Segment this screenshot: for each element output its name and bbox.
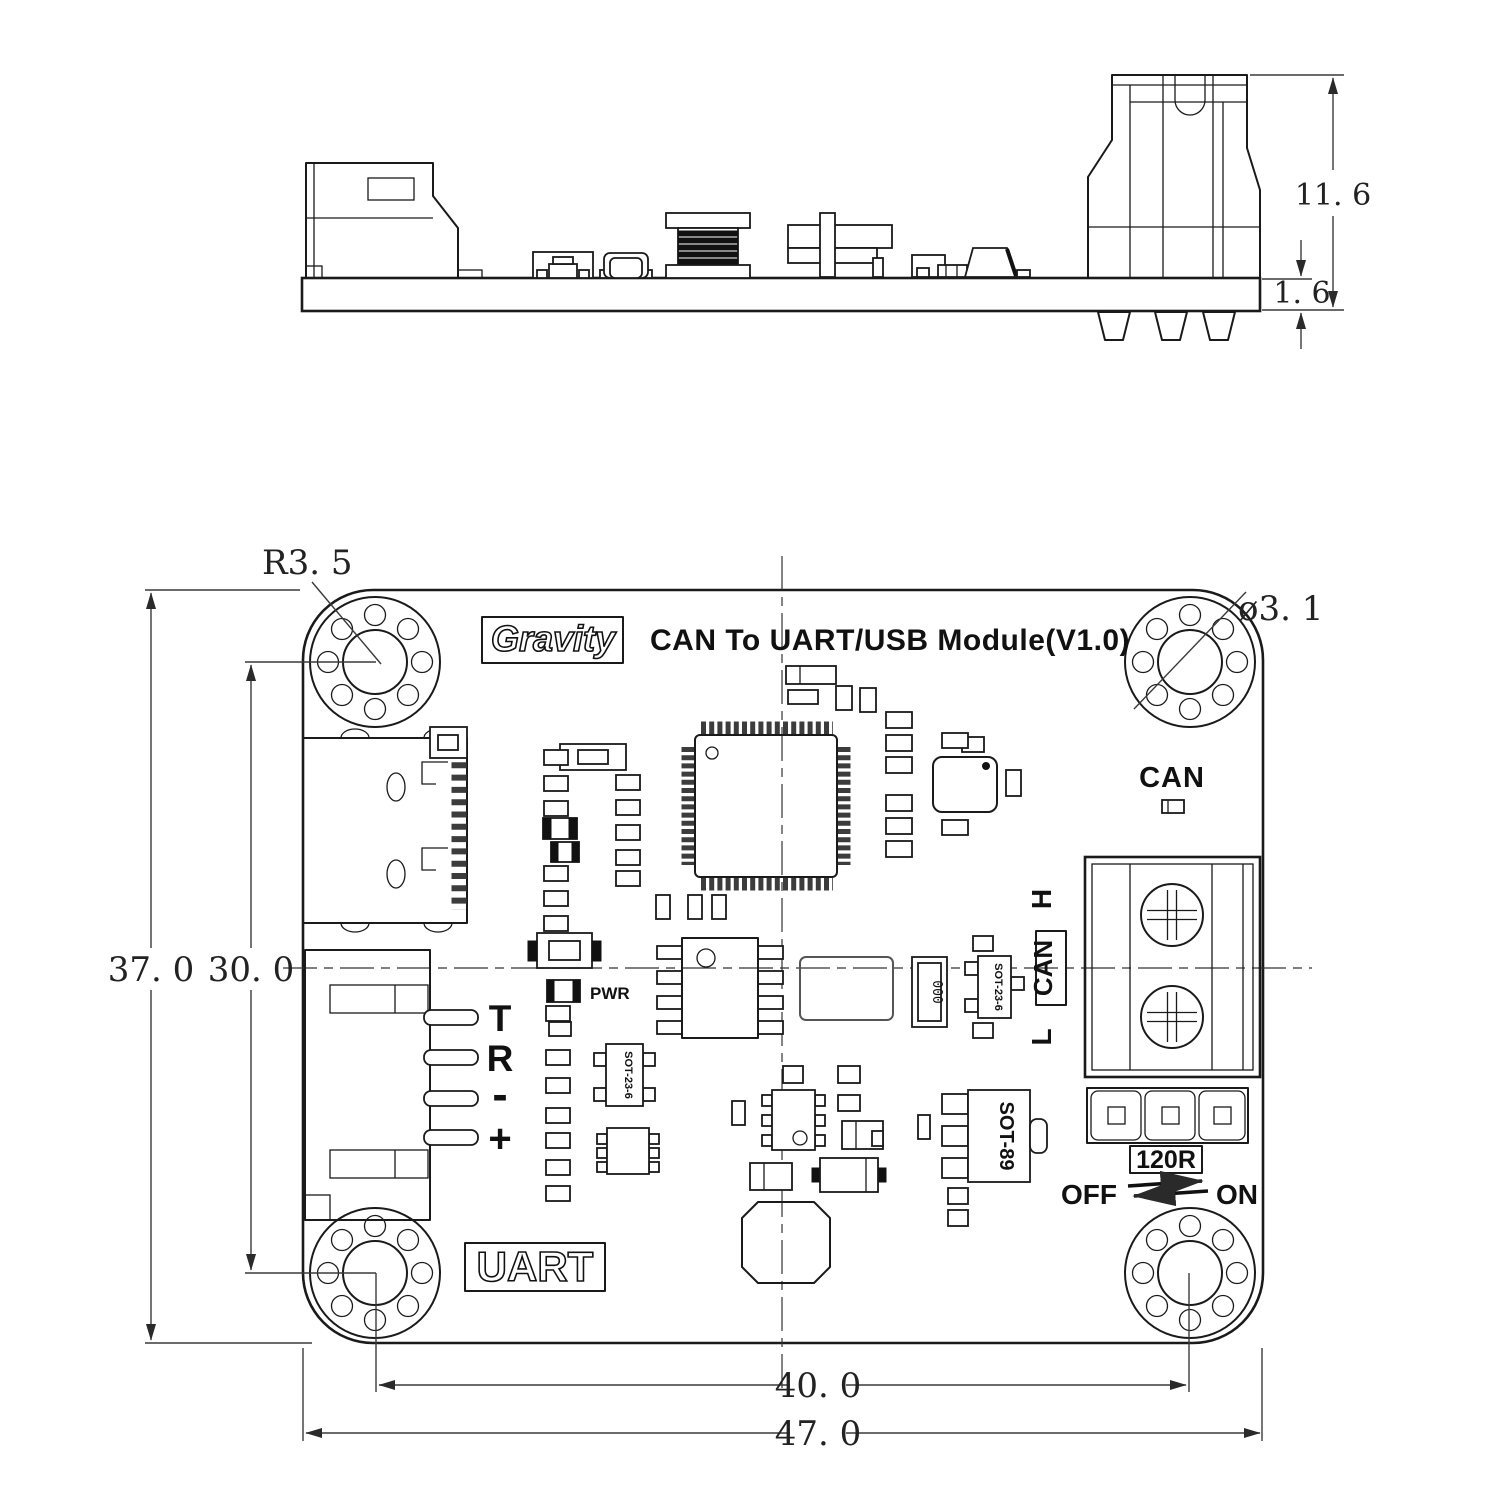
dim-pcb-thickness: 1. 6 [1273, 276, 1330, 311]
diode [811, 1157, 887, 1193]
passive [687, 894, 703, 920]
terminator-text: 120R [1136, 1146, 1196, 1174]
pwr-label: PWR [590, 984, 630, 1003]
can-connector-side-profile [1087, 74, 1261, 341]
pin-label-minus: - [492, 1068, 507, 1120]
board-title: CAN To UART/USB Module(V1.0) [650, 624, 1130, 657]
uart-pin-t [423, 1009, 479, 1026]
terminator-jumper-header [1086, 1087, 1249, 1144]
dim-board-height: 37. 0 [108, 950, 195, 990]
off-on-switch-label: OFF ON [1061, 1170, 1258, 1210]
corner-radius-label: R3. 5 [262, 543, 352, 583]
side-view: 11. 6 1. 6 [300, 74, 1371, 349]
resistor-000: 000 [911, 956, 948, 1028]
pin-label-plus: + [488, 1117, 511, 1161]
pin1-marker [705, 746, 719, 760]
pcb-side-bar [300, 276, 1262, 313]
soic6-small [596, 1127, 660, 1175]
marking-000: 000 [929, 980, 944, 1003]
can-port-label: CAN [1139, 762, 1205, 794]
pin-label-r: R [487, 1038, 514, 1079]
uart-connector: T R - + [304, 949, 514, 1221]
qfn-ic [932, 732, 1022, 836]
on-label: ON [1216, 1179, 1258, 1210]
terminator-label: 120R [1129, 1145, 1203, 1174]
off-label: OFF [1061, 1179, 1117, 1210]
passive [655, 894, 671, 920]
pin-label-t: T [489, 998, 512, 1039]
uart-label-text: UART [477, 1243, 594, 1290]
uart-pin-plus [423, 1129, 479, 1146]
passive [947, 1187, 969, 1205]
usb-c-connector [302, 728, 468, 933]
gravity-logo: Gravity [481, 616, 624, 664]
board-dimensions: 37. 0 30. 0 40. 0 47. 0 R3. 5 ø3. 1 [108, 543, 1324, 1454]
side-view-dimensions: 11. 6 1. 6 [1250, 74, 1371, 349]
can-l-label: L [1026, 1028, 1057, 1045]
can-box-label: CAN [1028, 930, 1067, 1006]
connector-pin [1154, 311, 1188, 341]
can-terminal-block [1083, 855, 1262, 1079]
passive-components [429, 726, 641, 1202]
connector-pin [1097, 311, 1131, 341]
qfp-ic [681, 721, 851, 891]
hole-diameter-label: ø3. 1 [1238, 589, 1323, 629]
gravity-logo-text: Gravity [491, 618, 617, 659]
power-led: PWR [546, 979, 630, 1037]
board-outline [301, 588, 1265, 1345]
passive [947, 1209, 969, 1227]
soic8-ic [656, 937, 784, 1039]
can-h-label: H [1026, 889, 1057, 909]
mounting-hole-bottom-right [1124, 1207, 1256, 1339]
isolation-transformer [799, 956, 894, 1021]
usb-connector-side-profile [305, 162, 483, 279]
sot89-ic: SOT-89 [941, 1089, 1048, 1183]
sot23-6-uart: SOT-23-6 [593, 1043, 656, 1107]
mounting-hole-top-right [1124, 596, 1256, 728]
can-label-passive [1161, 799, 1185, 814]
can-box-text: CAN [1028, 940, 1058, 996]
terminal-screw-l [1140, 985, 1204, 1049]
uart-pin-minus [423, 1090, 479, 1107]
passive [711, 894, 727, 920]
dim-connector-height: 11. 6 [1295, 178, 1371, 213]
terminal-screw-h [1140, 883, 1204, 947]
tact-switch [527, 932, 602, 969]
soic6-ic [761, 1089, 826, 1151]
connector-pin [1202, 311, 1236, 341]
board-top-view: Gravity CAN To UART/USB Module(V1.0) [108, 543, 1324, 1454]
sot23-marking: SOT-23-6 [992, 963, 1004, 1011]
uart-silkscreen-label: UART [464, 1242, 606, 1292]
dim-board-width: 47. 0 [775, 1414, 862, 1454]
sot89-marking: SOT-89 [995, 1102, 1017, 1171]
side-components [532, 212, 1031, 279]
inductor-side [665, 212, 751, 279]
sot23-6-can: SOT-23-6 [964, 935, 1025, 1039]
dim-hole-spacing-v: 30. 0 [208, 950, 295, 990]
center-bottom-components [731, 1065, 887, 1284]
uart-pin-r [423, 1049, 479, 1066]
passive [917, 1114, 931, 1140]
dim-hole-spacing-h: 40. 0 [775, 1366, 862, 1406]
crystal [741, 1201, 831, 1284]
sot23-marking: SOT-23-6 [622, 1051, 634, 1099]
